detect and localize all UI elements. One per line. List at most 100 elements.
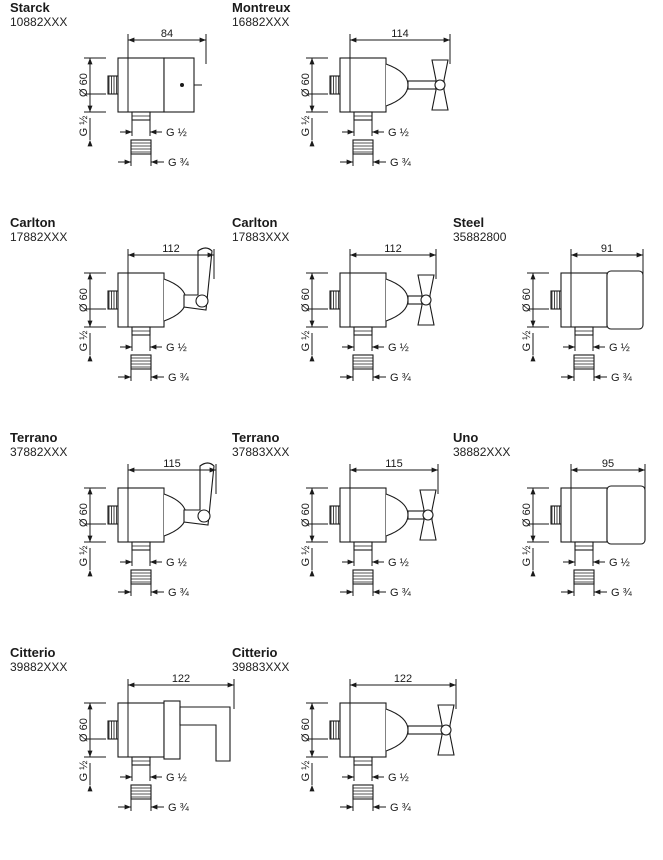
dimension-arrow — [449, 682, 456, 688]
label-mask — [595, 242, 619, 254]
dimension-arrow — [87, 570, 93, 577]
product-name: Carlton — [10, 215, 56, 230]
cross-hub — [420, 294, 432, 306]
valve-body-group — [550, 485, 646, 585]
dimension-arrow — [87, 355, 93, 362]
width-dimension-label: 112 — [384, 243, 402, 255]
lever-hub — [195, 294, 209, 308]
nut-thread-label: G ½ — [166, 557, 187, 569]
valve-body-group — [107, 462, 215, 585]
bonnet — [163, 493, 187, 537]
diameter-label: Ø 60 — [300, 718, 312, 742]
outlet-fitting — [130, 784, 152, 800]
dimension-arrow — [309, 355, 315, 362]
dimension-arrow — [124, 804, 131, 810]
valve-body — [339, 272, 387, 328]
nut-thread-label: G ½ — [166, 772, 187, 784]
dimension-arrow — [150, 559, 157, 565]
outlet-fitting — [130, 569, 152, 585]
block-handle — [606, 270, 644, 330]
width-dimension-label: 122 — [394, 673, 412, 685]
dimension-arrow — [87, 320, 93, 327]
knob-handle — [163, 57, 195, 113]
outlet-fitting — [352, 354, 374, 370]
outlet-thread-label: G ¾ — [390, 802, 412, 814]
product-name: Citterio — [10, 645, 56, 660]
diameter-label: Ø 60 — [78, 718, 90, 742]
valve-body — [339, 702, 387, 758]
dimension-arrow — [530, 273, 536, 280]
product-code: 39883XXX — [232, 660, 290, 674]
outlet-thread-label: G ¾ — [168, 802, 190, 814]
inlet-thread-label: G ½ — [78, 331, 90, 352]
inlet-thread-label: G ½ — [300, 116, 312, 137]
dimension-arrow — [571, 252, 578, 258]
outlet-thread-label: G ¾ — [168, 587, 190, 599]
dimension-arrow — [199, 37, 206, 43]
dimension-arrow — [567, 374, 574, 380]
dimension-arrow — [125, 774, 132, 780]
valve-body-group — [107, 700, 231, 800]
dimension-arrow — [309, 535, 315, 542]
inlet-thread-label: G ½ — [300, 331, 312, 352]
dimension-arrow — [530, 355, 536, 362]
dimension-arrow — [150, 129, 157, 135]
dimension-arrow — [309, 703, 315, 710]
product-code: 10882XXX — [10, 15, 68, 29]
label-mask — [381, 242, 405, 254]
dimension-arrow — [346, 159, 353, 165]
outlet-fitting — [130, 354, 152, 370]
diameter-label: Ø 60 — [78, 73, 90, 97]
dimension-arrow — [150, 344, 157, 350]
outlet-fitting — [573, 354, 595, 370]
dimension-arrow — [87, 140, 93, 147]
dimension-arrow — [128, 252, 135, 258]
inlet-thread-label: G ½ — [300, 546, 312, 567]
width-dimension-label: 112 — [162, 243, 180, 255]
valve-body — [117, 487, 165, 543]
width-dimension-label: 115 — [385, 458, 403, 470]
dimension-arrow — [309, 570, 315, 577]
nut-thread-label: G ½ — [388, 557, 409, 569]
dimension-arrow — [125, 344, 132, 350]
diameter-label: Ø 60 — [521, 288, 533, 312]
dimension-arrow — [87, 105, 93, 112]
label-mask — [388, 27, 412, 39]
dimension-arrow — [350, 37, 357, 43]
bonnet — [163, 278, 187, 322]
dimension-arrow — [530, 535, 536, 542]
dimension-arrow — [309, 320, 315, 327]
diameter-label: Ø 60 — [521, 503, 533, 527]
cross-hub — [440, 724, 452, 736]
nut-thread-label: G ½ — [166, 342, 187, 354]
dimension-arrow — [347, 129, 354, 135]
dimension-arrow — [372, 344, 379, 350]
dimension-arrow — [87, 58, 93, 65]
dimension-arrow — [87, 750, 93, 757]
dimension-arrow — [128, 37, 135, 43]
outlet-fitting — [130, 139, 152, 155]
lever-handle — [183, 247, 213, 311]
dimension-arrow — [373, 589, 380, 595]
outlet-fitting — [573, 569, 595, 585]
dimension-arrow — [87, 488, 93, 495]
dimension-arrow — [638, 467, 645, 473]
dimension-arrow — [594, 589, 601, 595]
dimension-arrow — [372, 559, 379, 565]
product-name: Steel — [453, 215, 485, 230]
inlet-thread-label: G ½ — [78, 116, 90, 137]
dimension-arrow — [125, 559, 132, 565]
dimension-arrow — [151, 159, 158, 165]
dimension-arrow — [372, 129, 379, 135]
label-mask — [155, 27, 179, 39]
